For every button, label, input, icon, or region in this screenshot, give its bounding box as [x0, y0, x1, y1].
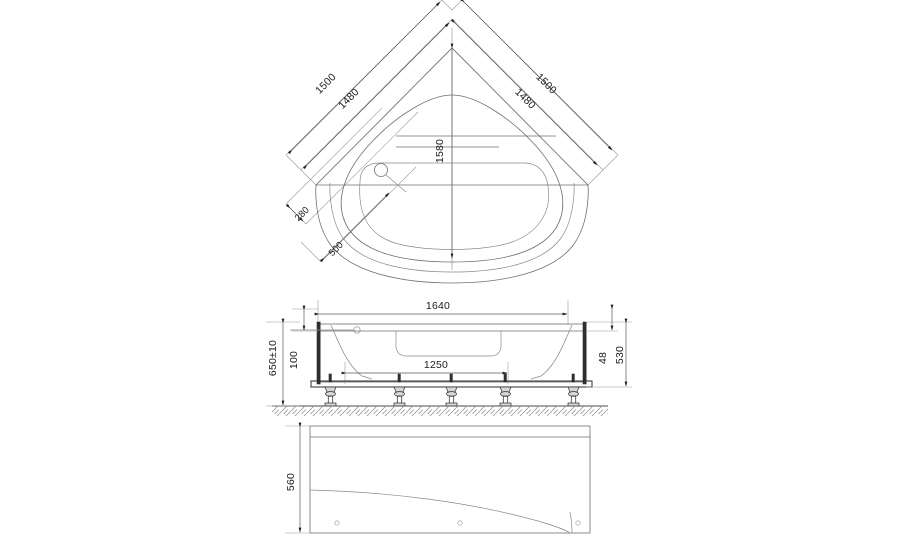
plan-dim-line-1500-left: [287, 1, 441, 155]
plan-outer-top-edges: [315, 47, 589, 186]
panel-dim-label-560: 560: [285, 473, 297, 491]
elev-right-post: [582, 321, 587, 385]
plan-dim-label-1580: 1580: [434, 139, 446, 163]
panel-view-group: 560: [285, 422, 591, 534]
plan-offset-dimension-band: [285, 107, 419, 263]
plan-right-dimension-band: [450, 0, 619, 186]
elev-dim-label-100: 100: [288, 351, 300, 369]
plan-dim-label-500: 500: [327, 240, 346, 259]
plan-outer-outline: [315, 184, 589, 284]
plan-left-dimension-band: [285, 0, 453, 186]
elev-recess-outline: [395, 331, 502, 357]
plan-dim-line-1480-right: [450, 18, 598, 166]
elev-leg: [445, 373, 458, 407]
plan-drain-circle: [374, 163, 388, 177]
panel-fixing-hole: [575, 520, 581, 526]
plan-dim-label-1500-left: 1500: [313, 71, 339, 97]
elev-dim-label-650: 650±10: [267, 340, 279, 376]
elev-bowl-profile-left: [330, 324, 373, 380]
plan-view-group: 1500 1480 1500 1480 1580 280 500: [285, 0, 619, 284]
panel-skirt-curve: [309, 489, 571, 534]
elev-dim-label-1640: 1640: [426, 300, 450, 312]
plan-dim-line-500: [319, 192, 390, 263]
elev-ground-hatch: [272, 406, 608, 416]
plan-drain-leader: [385, 174, 407, 193]
elev-legs-group: [324, 373, 580, 407]
panel-outline: [309, 425, 591, 534]
panel-fixing-hole: [457, 520, 463, 526]
plan-dim-line-1480-left: [302, 22, 450, 170]
plan-seat-outline: [359, 162, 550, 250]
plan-dim-label-1480-right: 1480: [512, 86, 538, 112]
elev-dim-label-530: 530: [614, 346, 626, 364]
elev-leg: [324, 373, 337, 407]
plan-rim-outline: [329, 182, 575, 273]
plan-bowl-outline: [340, 94, 564, 263]
plan-dim-line-280: [285, 203, 304, 222]
elev-leg: [393, 373, 406, 407]
panel-fixing-hole: [334, 520, 340, 526]
elevation-view-group: 1640 1250: [266, 300, 632, 416]
elev-leg: [499, 373, 512, 407]
elev-bowl-profile-right: [530, 324, 573, 380]
elev-leg: [567, 373, 580, 407]
elev-dim-label-1250: 1250: [424, 359, 448, 371]
panel-skirt-end: [569, 511, 573, 534]
elev-overflow-circle: [353, 326, 361, 334]
elev-left-post: [316, 321, 321, 385]
elev-dim-label-48: 48: [597, 352, 609, 364]
plan-dim-label-1480-left: 1480: [336, 86, 362, 112]
